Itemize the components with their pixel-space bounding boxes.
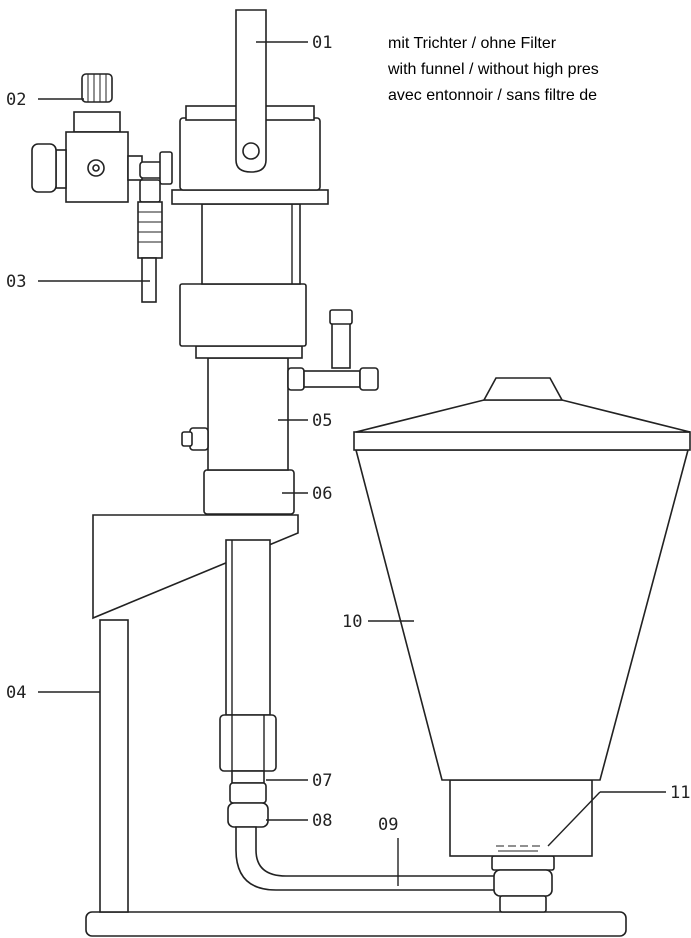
fitting-part-07 xyxy=(219,714,277,784)
funnel-outlet xyxy=(491,855,555,913)
callout-06: 06 xyxy=(312,484,332,504)
callout-08: 08 xyxy=(312,811,332,831)
caption-line-de: mit Trichter / ohne Filter xyxy=(388,35,557,52)
callout-09: 09 xyxy=(378,815,398,835)
collar-part-06 xyxy=(203,469,295,515)
caption-line-en: with funnel / without high pres xyxy=(387,61,599,78)
drive-housing xyxy=(171,189,329,347)
caption-line-fr: avec entonnoir / sans filtre de xyxy=(388,87,597,104)
callout-10: 10 xyxy=(342,612,362,632)
fitting-part-08 xyxy=(227,782,269,828)
callout-11: 11 xyxy=(670,783,690,803)
base-plate xyxy=(85,911,627,937)
callout-02: 02 xyxy=(6,90,26,110)
callout-04: 04 xyxy=(6,683,26,703)
pump-tube xyxy=(225,539,271,716)
leader-lines xyxy=(38,41,666,886)
callout-01: 01 xyxy=(312,33,332,53)
strainer-part-11 xyxy=(496,845,540,852)
callout-03: 03 xyxy=(6,272,26,292)
pressure-regulator-part-02 xyxy=(31,73,173,203)
callout-05: 05 xyxy=(312,411,332,431)
lift-handle-part-01 xyxy=(235,9,267,173)
outlet-valve xyxy=(287,309,379,391)
funnel-part-10 xyxy=(353,377,691,857)
callout-07: 07 xyxy=(312,771,332,791)
air-connector-part-03 xyxy=(137,179,163,303)
pump-body-part-05 xyxy=(181,345,303,471)
